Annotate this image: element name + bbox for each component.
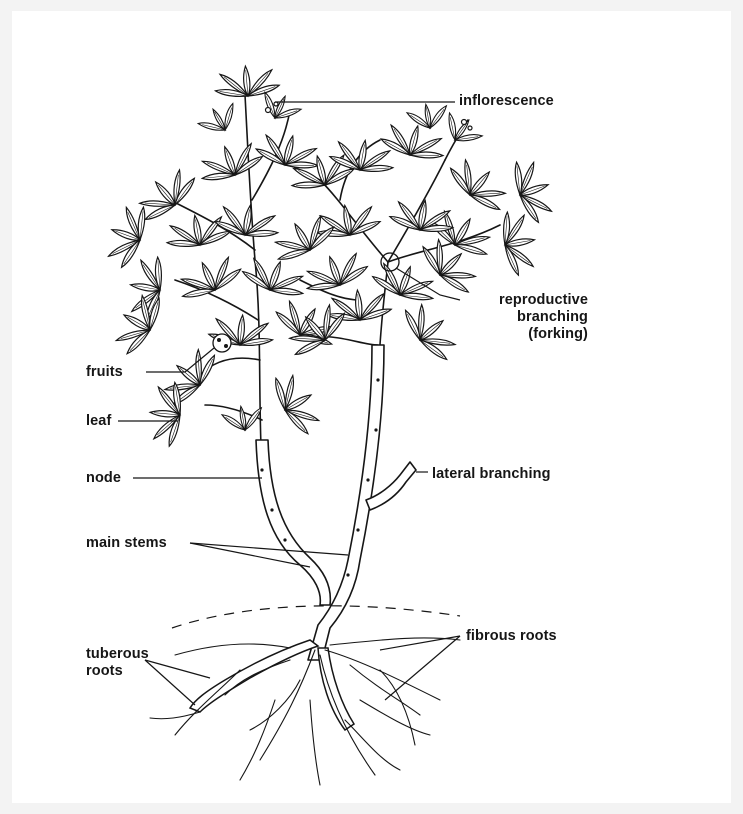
plant-illustration: [12, 11, 731, 803]
cassava-plant-diagram: inflorescence reproductive branching (fo…: [12, 11, 731, 803]
label-node: node: [86, 470, 121, 487]
label-tuberous-line2: roots: [86, 663, 123, 680]
label-reproductive-line3: (forking): [460, 326, 588, 343]
label-reproductive-line2: branching: [460, 309, 588, 326]
label-reproductive-line1: reproductive: [460, 292, 588, 309]
label-tuberous-line1: tuberous: [86, 646, 149, 663]
label-main-stems: main stems: [86, 535, 167, 552]
label-inflorescence: inflorescence: [459, 93, 554, 110]
label-lateral-branching: lateral branching: [432, 466, 551, 483]
label-fruits: fruits: [86, 364, 123, 381]
label-leaf: leaf: [86, 413, 111, 430]
label-fibrous-roots: fibrous roots: [466, 628, 557, 645]
